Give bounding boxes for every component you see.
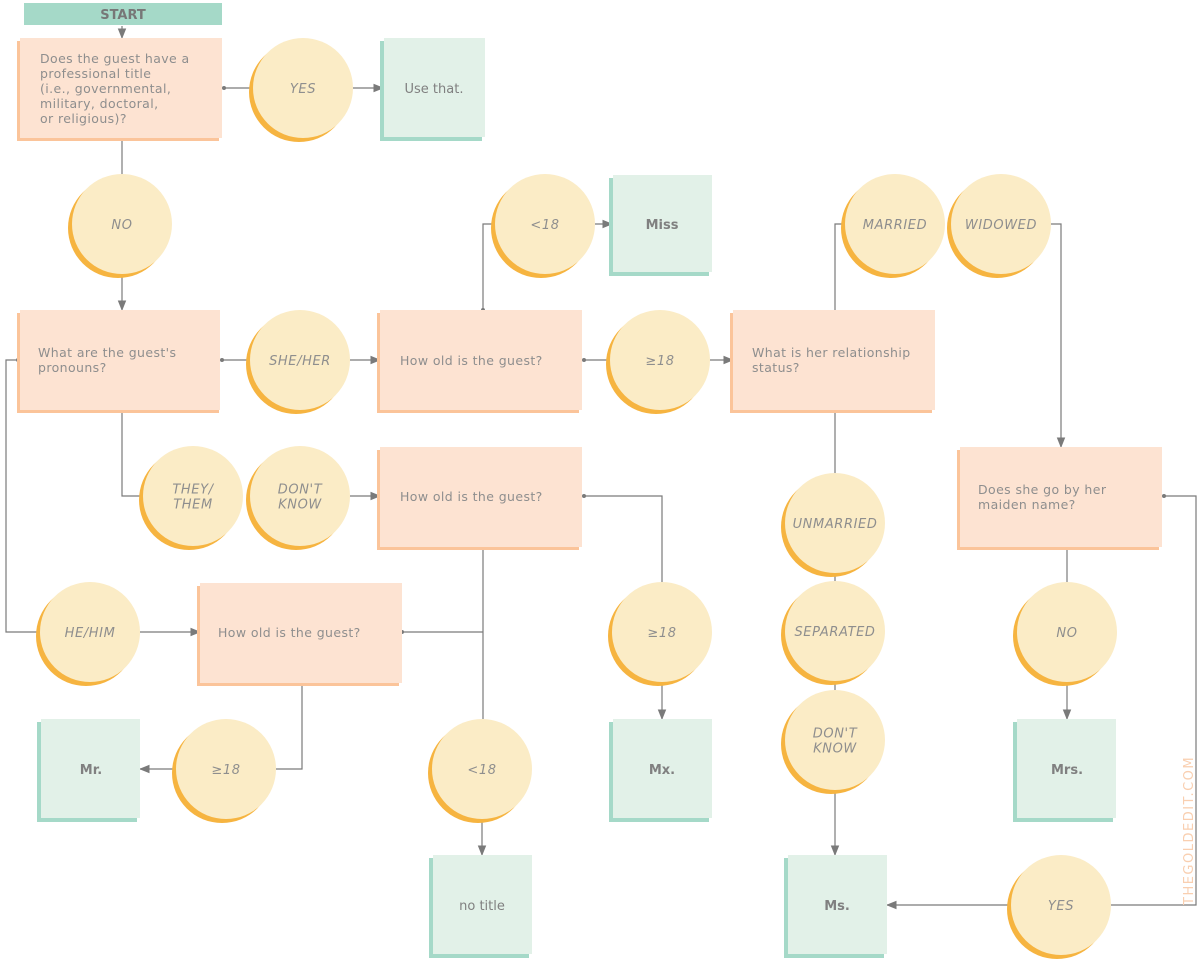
svg-text:Mr.: Mr. [80, 763, 102, 778]
answer-label: SEPARATED [794, 625, 875, 640]
answer-label: <18 [467, 763, 496, 778]
svg-text:Ms.: Ms. [824, 899, 850, 914]
answer-yes2: YES [1007, 855, 1111, 959]
svg-text:Mx.: Mx. [649, 763, 675, 778]
svg-text:Mrs.: Mrs. [1051, 763, 1083, 778]
answer-label: YES [290, 82, 316, 97]
answer-label: WIDOWED [965, 218, 1037, 233]
answer-label: MARRIED [863, 218, 927, 233]
svg-text:Miss: Miss [646, 218, 679, 233]
result-mx: Mx. [609, 719, 712, 822]
answer-label: THEY/THEM [172, 483, 214, 513]
start-node: START [24, 3, 222, 25]
result-use-that: Use that. [380, 38, 485, 141]
answer-they-them: THEY/THEM [139, 446, 243, 550]
answer-over18-he: ≥18 [172, 719, 276, 823]
answer-label: YES [1048, 899, 1074, 914]
answer-she-her: SHE/HER [246, 310, 350, 414]
answer-unmarried: UNMARRIED [781, 473, 885, 577]
answer-label: SHE/HER [269, 354, 331, 369]
answer-label: HE/HIM [65, 626, 116, 641]
question-age-she: How old is the guest? [377, 310, 582, 413]
question-age-he: How old is the guest? [197, 583, 402, 686]
answer-label: NO [1056, 626, 1077, 641]
answer-married: MARRIED [841, 174, 945, 278]
question-age-they: How old is the guest? [377, 447, 582, 550]
connectors [5, 26, 1197, 910]
answer-label: <18 [530, 218, 559, 233]
answer-he-him: HE/HIM [36, 582, 140, 686]
result-mrs: Mrs. [1013, 719, 1116, 822]
answer-label: UNMARRIED [793, 517, 878, 532]
answer-under18-they: <18 [428, 719, 532, 823]
start-label: START [100, 8, 146, 23]
answer-label: ≥18 [645, 354, 674, 369]
result-mr: Mr. [37, 719, 140, 822]
answer-separated: SEPARATED [781, 581, 885, 685]
answer-label: ≥18 [647, 626, 676, 641]
svg-text:Use that.: Use that. [405, 82, 464, 97]
answer-no1: NO [68, 174, 172, 278]
answer-widowed: WIDOWED [947, 174, 1051, 278]
answers: YES NO SHE/HER <18 ≥18 MARRIED WIDOWED THEY/THE… [36, 38, 1117, 959]
answer-under18-she: <18 [491, 174, 595, 278]
answer-yes1: YES [249, 38, 353, 142]
svg-text:How old is the guest?: How old is the guest? [218, 625, 361, 640]
answer-over18-they: ≥18 [608, 582, 712, 686]
answer-label: ≥18 [211, 763, 240, 778]
answer-no2: NO [1013, 582, 1117, 686]
result-no-title: no title [429, 855, 532, 958]
answer-over18-she: ≥18 [606, 310, 710, 414]
watermark: THEGOLDEDIT.COM [1182, 756, 1197, 906]
answer-label: NO [111, 218, 132, 233]
svg-text:How old is the guest?: How old is the guest? [400, 489, 543, 504]
svg-text:no title: no title [459, 899, 505, 914]
svg-text:How old is the guest?: How old is the guest? [400, 353, 543, 368]
result-miss: Miss [609, 175, 712, 276]
result-ms: Ms. [784, 855, 887, 958]
